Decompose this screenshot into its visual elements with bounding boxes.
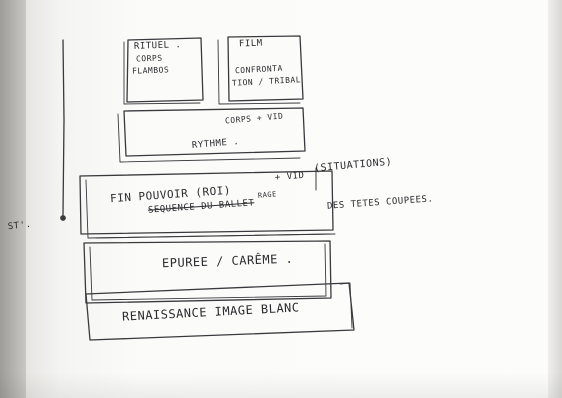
box-film-shadow (217, 39, 301, 105)
left-page-strip (0, 0, 26, 398)
box-fin-pouvoir (79, 170, 334, 235)
box-epuree-inner (89, 243, 327, 301)
box-rituel (126, 37, 204, 103)
box-rythme (123, 107, 306, 157)
rituel-corps: CORPS (135, 53, 163, 64)
rituel-title: RITUEL . (133, 40, 182, 52)
fin-pouvoir-underline (95, 233, 336, 239)
box-rythme-shadow (117, 113, 301, 163)
box-rituel-shadow (123, 41, 201, 105)
rituel-flambos: FLAMBOS (131, 65, 170, 76)
box-renaissance (85, 282, 355, 341)
box-epuree (83, 240, 332, 304)
bottom-shadow (0, 372, 562, 398)
film-title: FILM (238, 38, 263, 50)
timeline-endpoint (60, 215, 66, 221)
box-renaissance-edge (339, 282, 353, 329)
box-film (227, 35, 304, 102)
right-page-edge (548, 0, 562, 398)
timeline-line (62, 39, 65, 216)
fin-pouvoir-rage: RAGE (257, 190, 278, 200)
